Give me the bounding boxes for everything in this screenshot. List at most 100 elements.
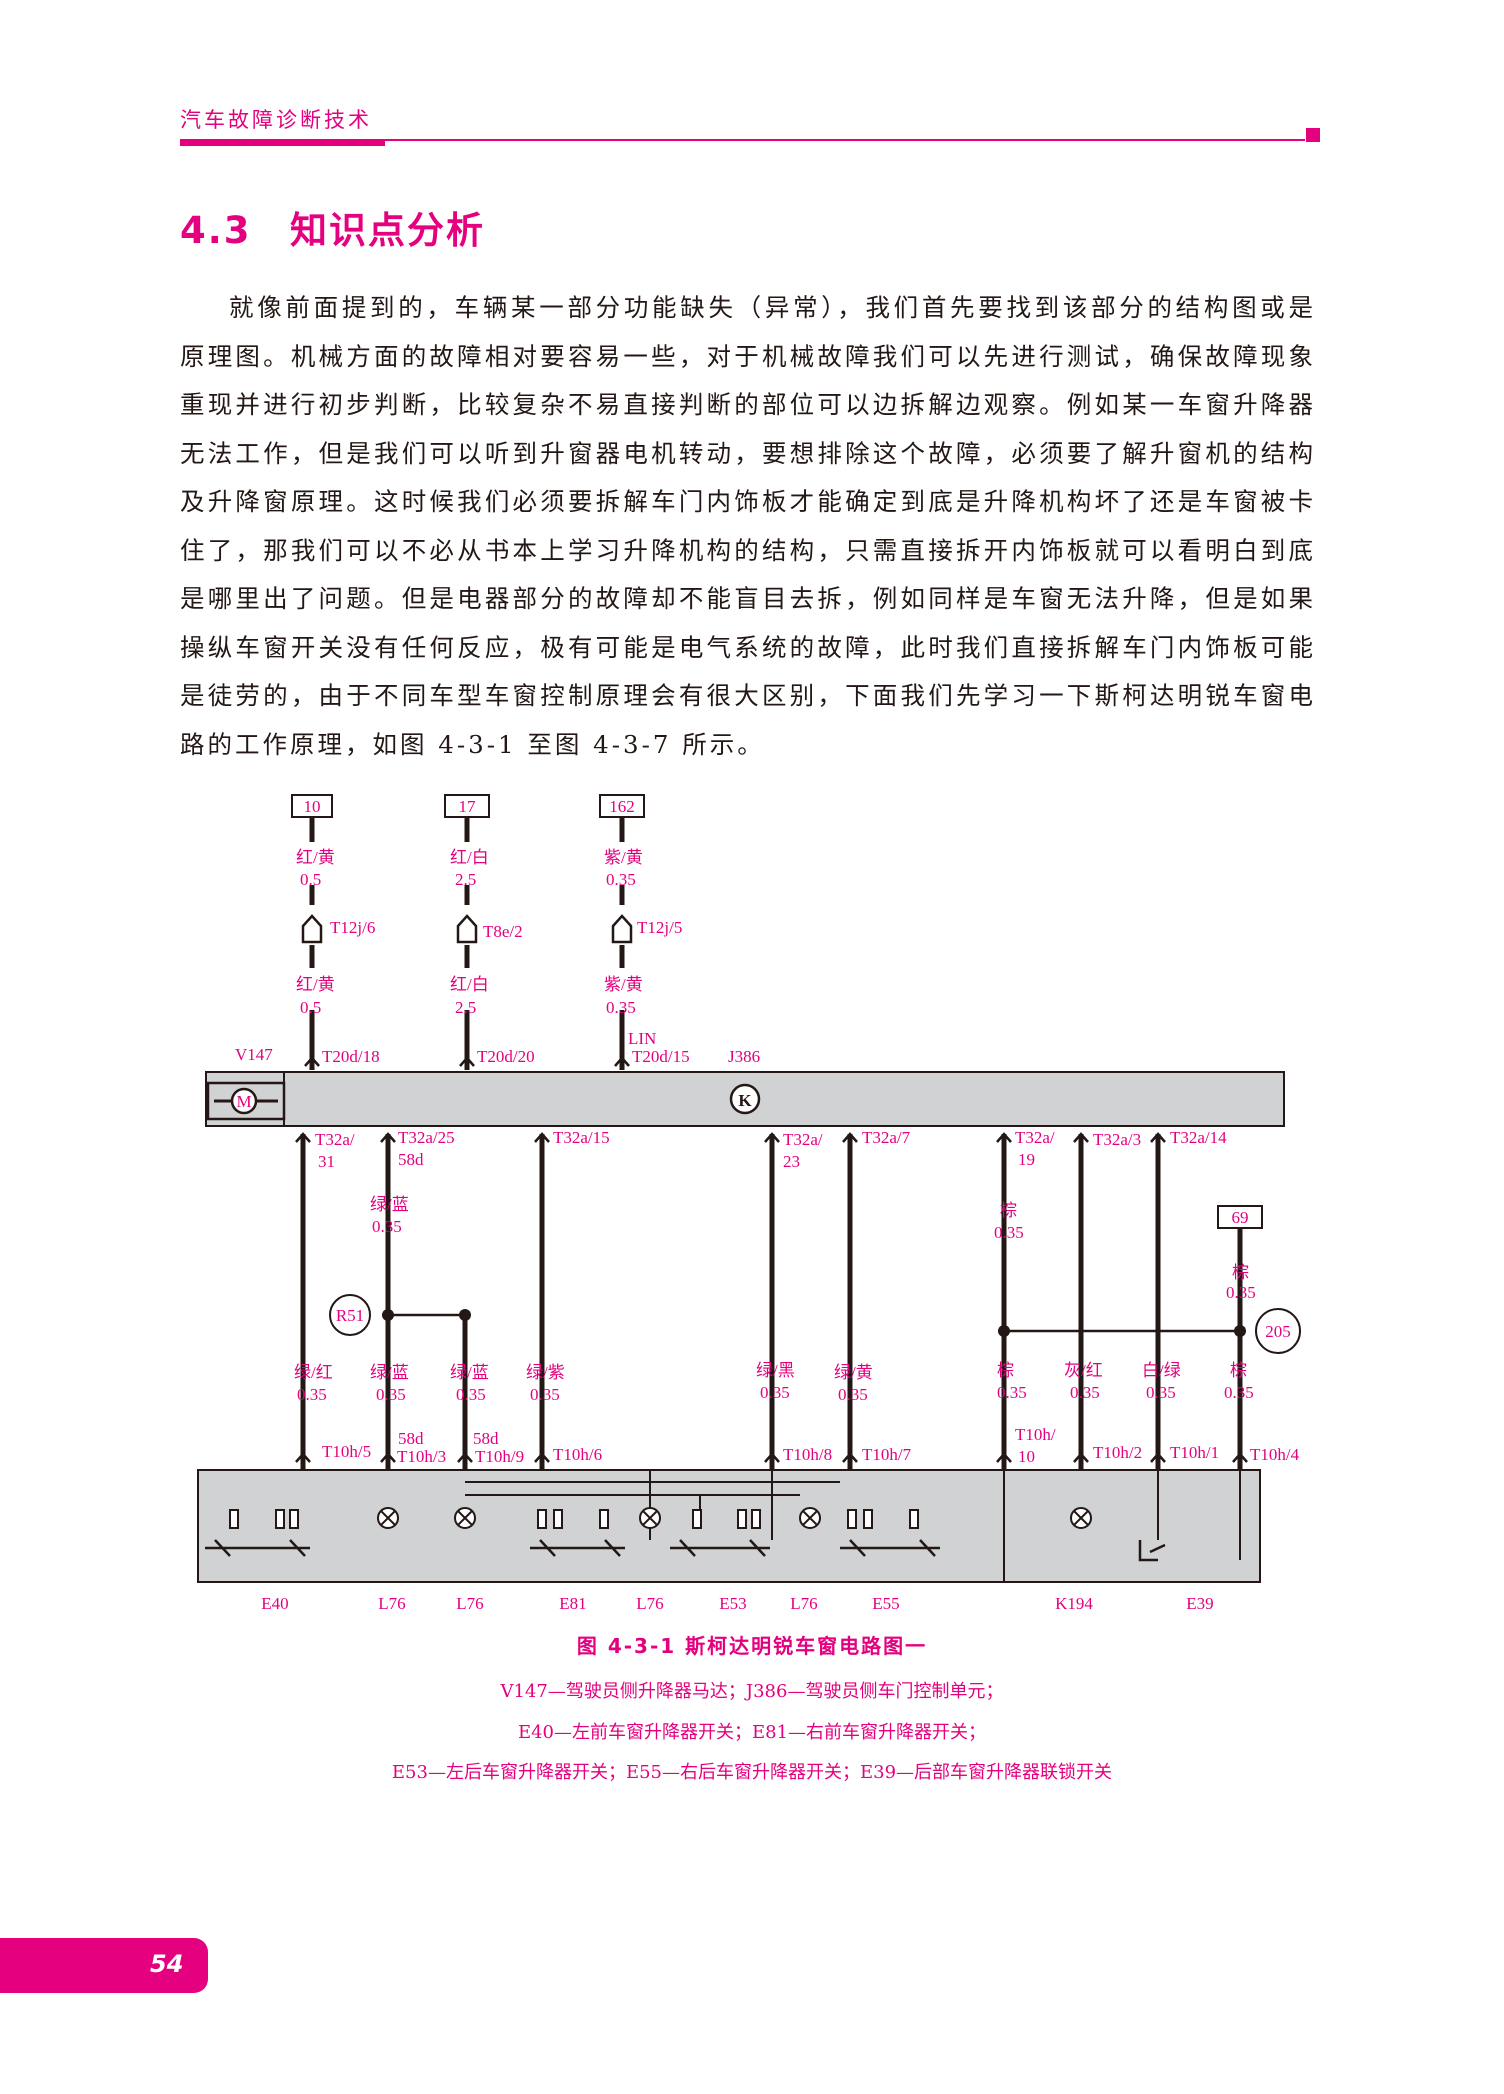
- pin-arrow: [304, 1056, 320, 1067]
- control-unit-icon-label: K: [738, 1091, 752, 1110]
- switch-panel: [197, 1469, 1261, 1583]
- figure-caption-line: V147—驾驶员侧升降器马达；J386—驾驶员侧车门控制单元；: [500, 1681, 1004, 1702]
- wire-gauge: 0.35: [1224, 1383, 1254, 1402]
- unit-label-j386: J386: [728, 1047, 760, 1066]
- component-label: E39: [1186, 1594, 1213, 1613]
- lamp-cross: [1073, 1510, 1089, 1526]
- component-label: L76: [456, 1594, 483, 1613]
- lamp-cross: [802, 1510, 818, 1526]
- pin-label: T10h/3: [397, 1447, 446, 1466]
- page-number-tab: [0, 1938, 208, 1993]
- switch-pin-arrows: [295, 1452, 1248, 1463]
- pin-arrow: [764, 1452, 780, 1463]
- contact: [229, 1509, 239, 1529]
- connector: [456, 914, 478, 944]
- body-paragraph: 就像前面提到的，车辆某一部分功能缺失（异常），我们首先要找到该部分的结构图或是原…: [180, 293, 1316, 759]
- wire-color: 红/黄: [296, 975, 335, 994]
- contact: [909, 1509, 919, 1529]
- pin-label: T10h/4: [1250, 1445, 1300, 1464]
- wire-color: 绿/蓝: [370, 1363, 409, 1382]
- wire-color: 绿/黑: [756, 1361, 795, 1380]
- wire-gauge: 0.35: [606, 870, 636, 889]
- wire-gauge: 0.35: [997, 1383, 1027, 1402]
- wire-gauge: 2.5: [455, 870, 476, 889]
- connector: [611, 914, 633, 944]
- contact: [553, 1509, 563, 1529]
- wire-color: 白/绿: [1142, 1361, 1181, 1380]
- component-label: L76: [790, 1594, 817, 1613]
- pin-label: T32a/7: [862, 1128, 911, 1147]
- pin-arrow: [380, 1452, 396, 1463]
- wire-gauge: 0.35: [376, 1385, 406, 1404]
- component-label: E55: [872, 1594, 899, 1613]
- wire-color: 紫/黄: [604, 975, 643, 994]
- running-header-title: 汽车故障诊断技术: [180, 108, 372, 132]
- pin-label: 58d: [398, 1429, 424, 1448]
- pin-label: T20d/20: [477, 1047, 535, 1066]
- wire-color: 紫/黄: [604, 848, 643, 867]
- lamp-cross: [380, 1510, 396, 1526]
- motor-symbol: [230, 1087, 258, 1115]
- switch-contacts: [229, 1509, 919, 1529]
- contact: [275, 1509, 285, 1529]
- pin-arrow: [1150, 1452, 1166, 1463]
- component-label: E53: [719, 1594, 746, 1613]
- section-title: 知识点分析: [290, 209, 485, 252]
- contact: [289, 1509, 299, 1529]
- pin-arrow: [1073, 1452, 1089, 1463]
- pin-label: T10h/1: [1170, 1443, 1219, 1462]
- rocker: [205, 1539, 310, 1557]
- pin-label: 31: [318, 1152, 335, 1171]
- switch-internal-lines: [465, 1470, 1241, 1582]
- pin-label: T32a/: [1015, 1128, 1055, 1147]
- wire-color: 绿/红: [294, 1363, 333, 1382]
- pin-arrow: [1232, 1452, 1248, 1463]
- pin-arrow: [996, 1452, 1012, 1463]
- switch-rockers: [205, 1539, 1166, 1562]
- rocker: [530, 1539, 625, 1557]
- splice-dot: [998, 1325, 1010, 1337]
- header-square: [1306, 128, 1320, 142]
- header-rule-accent: [180, 141, 385, 146]
- node-205-label: 205: [1265, 1322, 1291, 1341]
- box-label-10: 10: [304, 797, 321, 816]
- pin-label: T20d/18: [322, 1047, 380, 1066]
- pin-arrow: [295, 1452, 311, 1463]
- pin-label: T10h/7: [862, 1445, 912, 1464]
- pin-label: 10: [1018, 1447, 1035, 1466]
- pin-label: T32a/14: [1170, 1128, 1227, 1147]
- pin-label: T10h/: [1015, 1425, 1056, 1444]
- splice-dot: [459, 1309, 471, 1321]
- figure-caption-line: E40—左前车窗升降器开关；E81—右前车窗升降器开关；: [517, 1722, 987, 1743]
- pin-label: T20d/15: [632, 1047, 690, 1066]
- pin-label: T10h/2: [1093, 1443, 1142, 1462]
- connector-label: T12j/6: [330, 918, 375, 937]
- connector: [301, 914, 323, 944]
- wire-gauge: 0.5: [300, 998, 321, 1017]
- pin-arrow: [614, 1056, 630, 1067]
- component-label: L76: [636, 1594, 663, 1613]
- pin-label: 58d: [473, 1429, 499, 1448]
- pin-label: T10h/6: [553, 1445, 602, 1464]
- wire-color: 棕: [1000, 1201, 1017, 1220]
- component-label: L76: [378, 1594, 405, 1613]
- pin-label: T32a/: [783, 1130, 823, 1149]
- wire-gauge: 0.35: [297, 1385, 327, 1404]
- pin-arrow: [842, 1452, 858, 1463]
- pin-label: T10h/8: [783, 1445, 832, 1464]
- contact: [751, 1509, 761, 1529]
- component-label: E81: [559, 1594, 586, 1613]
- box-label-69: 69: [1232, 1208, 1249, 1227]
- page-number: 54: [150, 1950, 184, 1978]
- section-number: 4.3: [180, 209, 252, 252]
- figure-caption-line: E53—左后车窗升降器开关；E55—右后车窗升降器开关；E39—后部车窗升降器联…: [391, 1762, 1113, 1783]
- contact: [537, 1509, 547, 1529]
- r51-node: [329, 1294, 371, 1336]
- wire-color: 红/白: [450, 975, 489, 994]
- wire-gauge: 0.35: [1226, 1283, 1256, 1302]
- splice-dot: [382, 1309, 394, 1321]
- section-heading: 4.3 知识点分析: [180, 200, 485, 254]
- unit-pin-arrows: [304, 1056, 630, 1067]
- wire-color: 绿/蓝: [370, 1195, 409, 1214]
- rocker: [670, 1539, 770, 1557]
